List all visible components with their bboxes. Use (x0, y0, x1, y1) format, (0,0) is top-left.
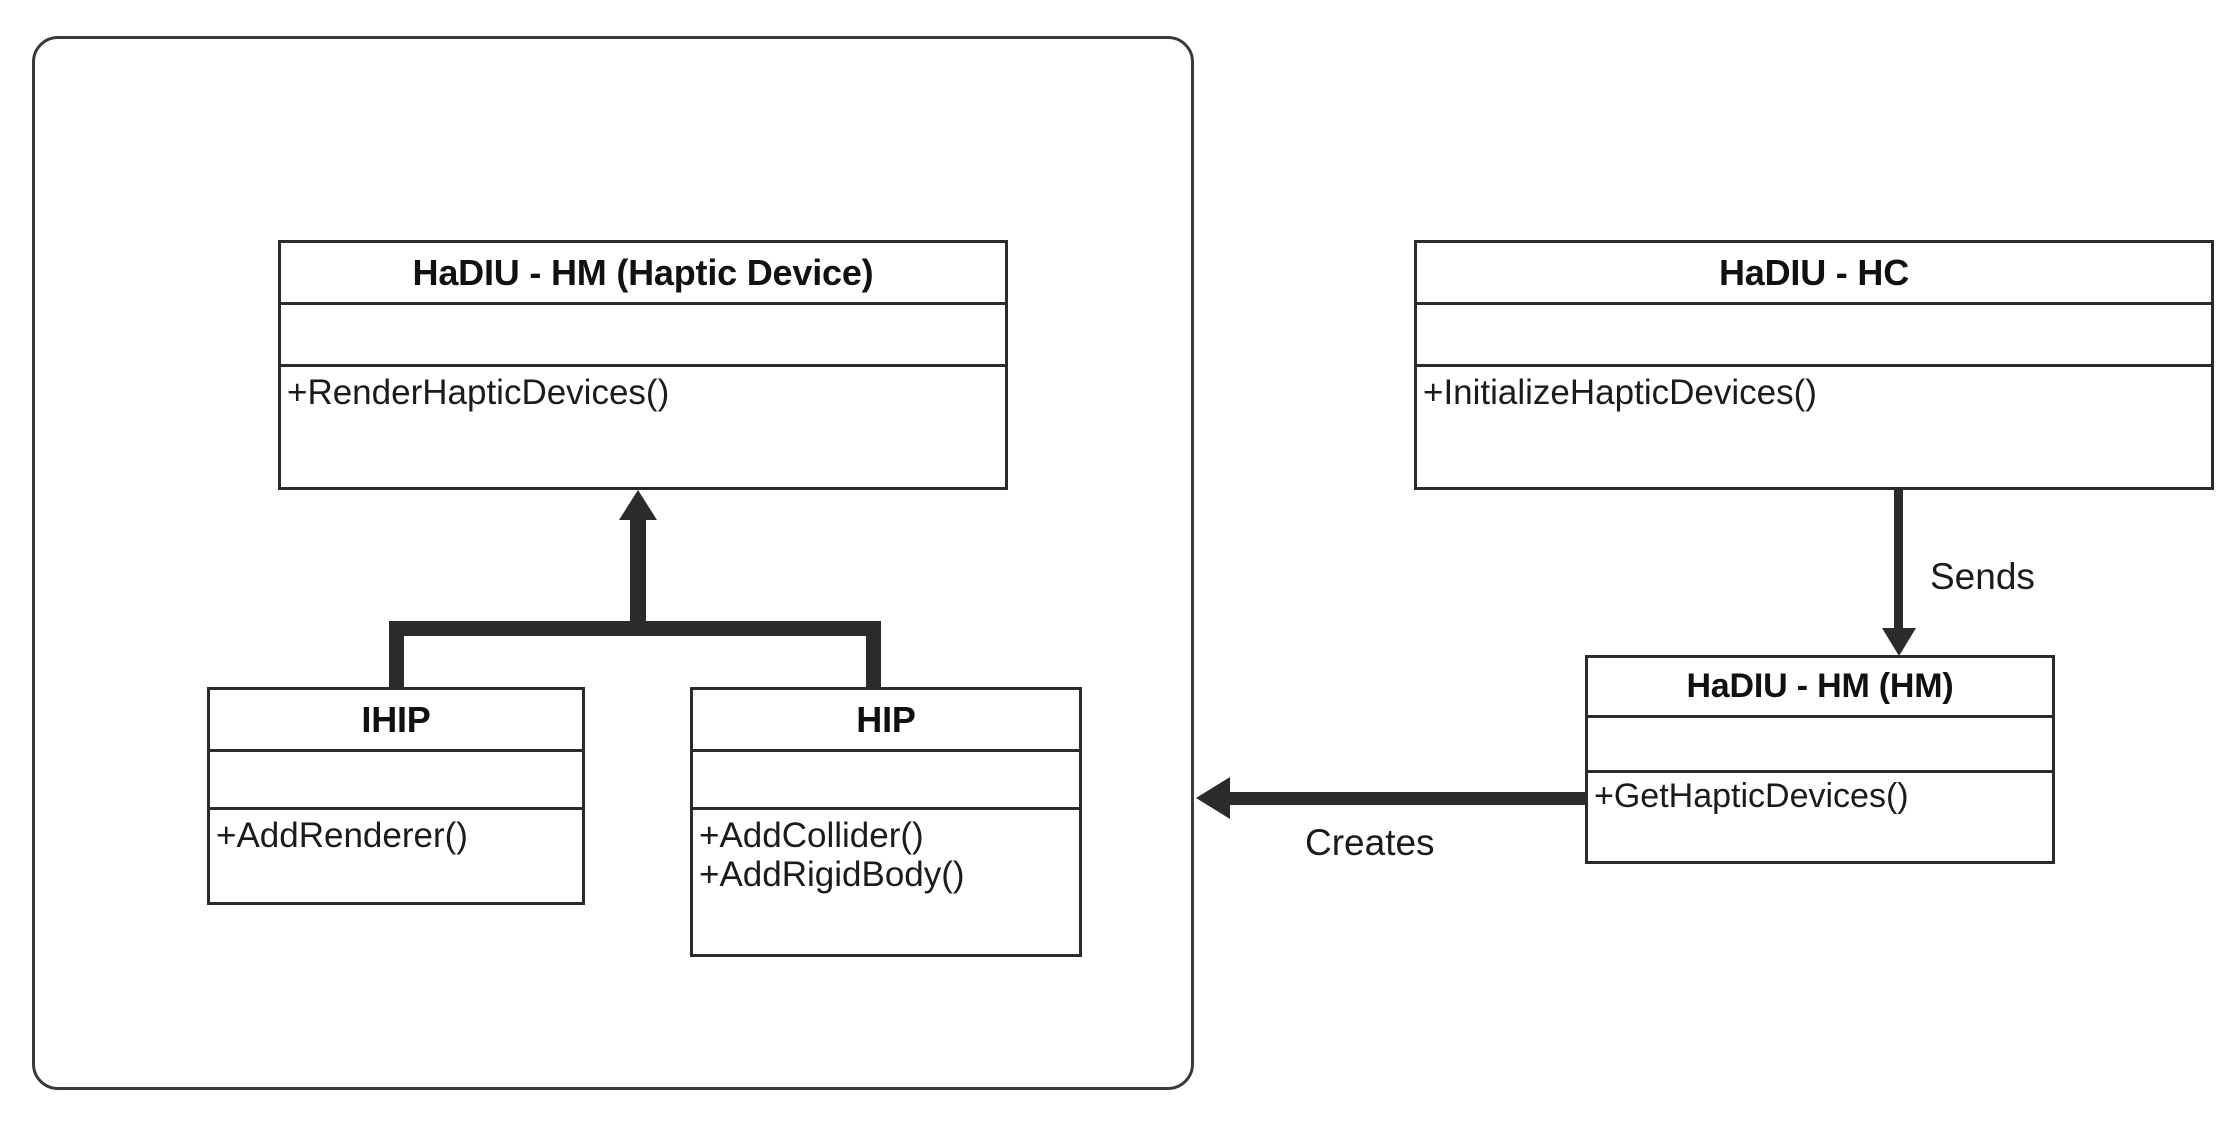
class-operations-hadiu-hm-hm: +GetHapticDevices() (1588, 773, 2052, 815)
class-box-hadiu-hc[interactable]: HaDIU - HC +InitializeHapticDevices() (1414, 240, 2214, 490)
class-attributes-hadiu-hm-hm (1588, 718, 2052, 773)
sends-arrowhead-icon (1882, 628, 1916, 656)
edge-label-creates: Creates (1305, 822, 1435, 863)
creates-connector-line (1230, 792, 1587, 805)
operation-item: +RenderHapticDevices() (287, 373, 670, 412)
class-operations-hadiu-hc: +InitializeHapticDevices() (1417, 367, 2211, 412)
class-box-ihip[interactable]: IHIP +AddRenderer() (207, 687, 585, 905)
operation-item: +GetHapticDevices() (1594, 777, 1909, 815)
generalization-leg-hip (866, 621, 881, 689)
class-operations-hadiu-hm-haptic-device: +RenderHapticDevices() (281, 367, 1005, 412)
class-operations-ihip: +AddRenderer() (210, 810, 582, 855)
class-box-hadiu-hm-hm[interactable]: HaDIU - HM (HM) +GetHapticDevices() (1585, 655, 2055, 864)
generalization-stem (630, 518, 646, 628)
sends-connector-line (1894, 490, 1903, 630)
class-name-hadiu-hc: HaDIU - HC (1417, 243, 2211, 305)
class-name-ihip: IHIP (210, 690, 582, 752)
class-box-hadiu-hm-haptic-device[interactable]: HaDIU - HM (Haptic Device) +RenderHaptic… (278, 240, 1008, 490)
operation-item: +InitializeHapticDevices() (1423, 373, 1817, 412)
generalization-leg-ihip (389, 621, 404, 689)
class-name-hadiu-hm-haptic-device: HaDIU - HM (Haptic Device) (281, 243, 1005, 305)
creates-arrowhead-icon (1196, 777, 1230, 819)
class-name-hip: HIP (693, 690, 1079, 752)
class-attributes-ihip (210, 752, 582, 810)
class-attributes-hadiu-hc (1417, 305, 2211, 367)
generalization-branch-bar (389, 621, 881, 636)
operation-item: +AddRigidBody() (699, 855, 965, 895)
operation-item: +AddCollider() (699, 816, 924, 855)
class-attributes-hip (693, 752, 1079, 810)
package-container (32, 36, 1194, 1090)
generalization-arrowhead-icon (619, 490, 657, 520)
class-attributes-hadiu-hm-haptic-device (281, 305, 1005, 367)
operation-item: +AddRenderer() (216, 816, 468, 855)
class-operations-hip: +AddCollider() +AddRigidBody() (693, 810, 1079, 894)
class-box-hip[interactable]: HIP +AddCollider() +AddRigidBody() (690, 687, 1082, 957)
edge-label-sends: Sends (1930, 556, 2035, 597)
class-name-hadiu-hm-hm: HaDIU - HM (HM) (1588, 658, 2052, 718)
